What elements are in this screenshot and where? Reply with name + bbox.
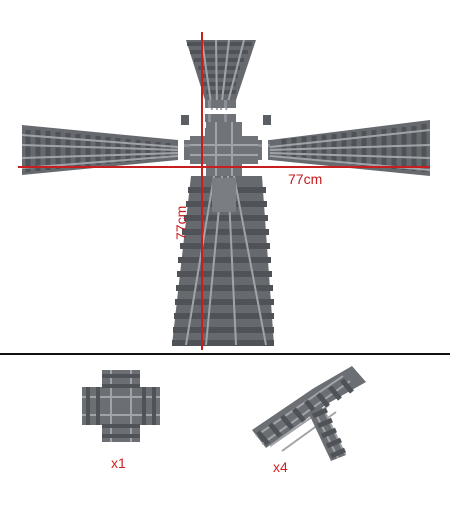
central-crossing	[181, 115, 271, 178]
vertical-size-label: 77cm	[173, 205, 189, 240]
switch-piece	[252, 366, 366, 461]
dimension-lines	[18, 32, 430, 350]
switch-quantity-label: x4	[273, 459, 288, 475]
assembled-track-layout	[21, 39, 431, 346]
left-switch-fan	[21, 125, 202, 175]
crossing-quantity-label: x1	[111, 455, 126, 471]
bottom-switch-fan	[172, 175, 274, 346]
crossing-piece	[82, 370, 160, 442]
horizontal-size-label: 77cm	[288, 171, 323, 187]
